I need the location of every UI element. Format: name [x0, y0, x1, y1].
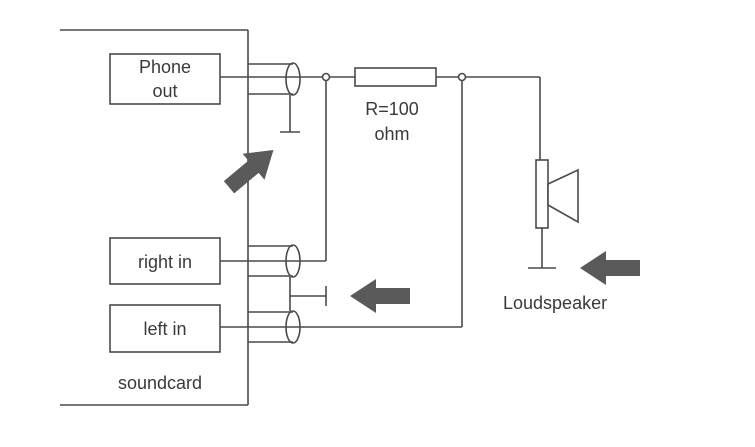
arrow-icon-loudspeaker [580, 251, 640, 285]
junction-node-left [321, 72, 331, 82]
phone-out-label-line2: out [152, 81, 177, 101]
left-in-label: left in [143, 319, 186, 339]
junction-node-right [457, 72, 467, 82]
left-in-box [109, 304, 221, 353]
soundcard-label: soundcard [118, 373, 202, 393]
resistor-value-label: R=100 [365, 99, 419, 119]
loudspeaker-label: Loudspeaker [503, 293, 607, 313]
signal-wires [325, 76, 541, 327]
phone-out-box [109, 53, 221, 105]
right-in-cable [220, 244, 326, 278]
phone-out-label-line1: Phone [139, 57, 191, 77]
arrow-icon-phone-ground [223, 150, 274, 194]
input-ground-symbol [289, 277, 327, 311]
phone-out-cable [220, 62, 326, 133]
resistor-symbol [354, 67, 437, 87]
loudspeaker-symbol [528, 159, 579, 269]
arrow-icon-input-ground [350, 279, 410, 313]
right-in-label: right in [138, 252, 192, 272]
left-in-cable [220, 310, 462, 344]
resistor-unit-label: ohm [374, 124, 409, 144]
right-in-box [109, 237, 221, 285]
